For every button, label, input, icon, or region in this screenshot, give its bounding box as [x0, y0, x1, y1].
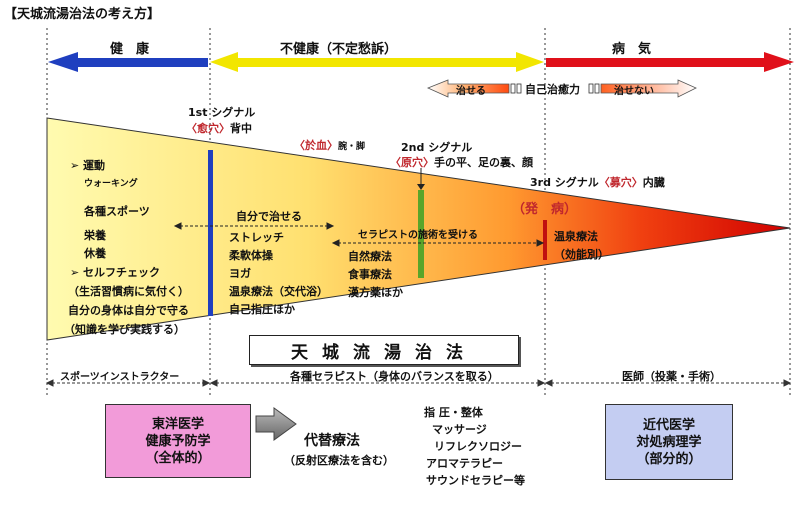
second-signal-place: 手の平、足の裏、顔 [434, 156, 533, 169]
eastern-line1: 東洋医学 [151, 416, 204, 432]
alternative-title: 代替療法 [304, 433, 360, 449]
health-item-lifestyle: （生活習慣病に気付く） [68, 285, 189, 298]
range-arrows [173, 222, 545, 247]
disease-efficacy: （効能別） [554, 248, 609, 261]
healing-power-arrow [426, 79, 697, 98]
health-item-exercise: ➢ 運動 [70, 159, 106, 172]
incurable-label: 治せない [614, 86, 654, 97]
second-signal-label: 2nd シグナル [401, 141, 473, 154]
role-arrows [45, 379, 792, 387]
modern-medicine-box: 近代医学 対処病理学 （部分的） [605, 404, 733, 480]
modern-line2: 対処病理学 [636, 434, 702, 450]
method-sound: サウンドセラピー等 [426, 474, 525, 487]
health-item-protect: 自分の身体は自分で守る [68, 304, 189, 317]
modern-line3: （部分的） [636, 451, 702, 467]
brand-name: 天城流湯治法 [291, 342, 477, 363]
method-reflexology: リフレクソロジー [434, 440, 522, 453]
eastern-medicine-box: 東洋医学 健康予防学 （全体的） [105, 404, 251, 478]
third-signal-bar [543, 220, 547, 260]
health-item-nutrition: 栄養 [84, 229, 106, 242]
phase-health: 健 康 [110, 42, 150, 57]
gray-arrow [255, 407, 297, 441]
second-signal-point: 〈原穴〉手の平、足の裏、顔 [390, 154, 533, 170]
brand-box: 天城流湯治法 [249, 335, 519, 365]
self-healing-label: 自己治癒力 [525, 83, 580, 96]
disease-onsen: 温泉療法 [554, 230, 598, 243]
first-signal-point: 〈愈穴〉背中 [186, 120, 252, 136]
method-massage: マッサージ [432, 423, 487, 436]
third-signal-key: 〈募穴〉 [598, 176, 643, 189]
third-signal-place: 内臓 [642, 176, 665, 189]
method-aroma: アロマテラピー [426, 457, 503, 470]
second-signal-key: 〈原穴〉 [390, 156, 434, 169]
therapist-header: セラピストの施術を受ける [358, 230, 478, 241]
health-item-learn: （知識を学び実践する） [64, 323, 185, 336]
health-item-walking: ウォーキング [84, 179, 138, 189]
role-sports: スポーツインストラクター [60, 372, 180, 383]
health-arrow [48, 52, 208, 72]
role-therapist: 各種セラピスト（身体のバランスを取る） [290, 370, 499, 383]
therapist-kampo: 漢方薬ほか [348, 286, 403, 299]
stagnant-blood-place: 腕・脚 [338, 142, 366, 152]
stagnant-blood-key: 〈於血〉 [294, 139, 338, 152]
health-item-selfcheck: ➢ セルフチェック [70, 266, 161, 279]
health-item-rest: 休養 [84, 247, 106, 260]
alternative-subtitle: （反射区療法を含む） [284, 454, 394, 467]
page-title: 【天城流湯治法の考え方】 [4, 7, 161, 22]
curable-label: 治せる [456, 86, 486, 97]
phase-disease: 病 気 [612, 42, 652, 57]
modern-line1: 近代医学 [642, 417, 695, 433]
self-care-stretch: ストレッチ [229, 231, 284, 244]
unhealthy-arrow [210, 52, 544, 72]
first-signal-key: 〈愈穴〉 [186, 122, 230, 135]
phase-unhealthy: 不健康（不定愁訴） [280, 42, 398, 57]
self-care-acupressure: 自己指圧ほか [229, 303, 295, 316]
second-signal-bar [418, 190, 424, 278]
third-signal-point: 3rd シグナル〈募穴〉内臓 [530, 174, 665, 190]
stagnant-blood-point: 〈於血〉腕・脚 [294, 137, 365, 153]
therapist-natural: 自然療法 [348, 250, 392, 263]
health-item-sports: 各種スポーツ [84, 205, 150, 218]
role-doctor: 医師（投薬・手術） [622, 370, 721, 383]
third-signal-label: 3rd シグナル [530, 176, 599, 189]
self-care-flexibility: 柔軟体操 [229, 249, 273, 262]
self-care-onsen: 温泉療法（交代浴） [229, 285, 328, 298]
self-care-header: 自分で治せる [236, 210, 302, 223]
first-signal-bar [208, 150, 213, 316]
eastern-line3: （全体的） [145, 450, 211, 466]
therapist-diet: 食事療法 [348, 268, 392, 281]
first-signal-place: 背中 [230, 122, 252, 135]
method-shiatsu: 指 圧・整体 [424, 406, 483, 419]
first-signal-label: 1st シグナル [188, 106, 256, 119]
self-care-yoga: ヨガ [229, 267, 251, 280]
disease-arrow [546, 52, 794, 72]
eastern-line2: 健康予防学 [145, 433, 211, 449]
disease-onset: （発 病） [512, 202, 578, 217]
